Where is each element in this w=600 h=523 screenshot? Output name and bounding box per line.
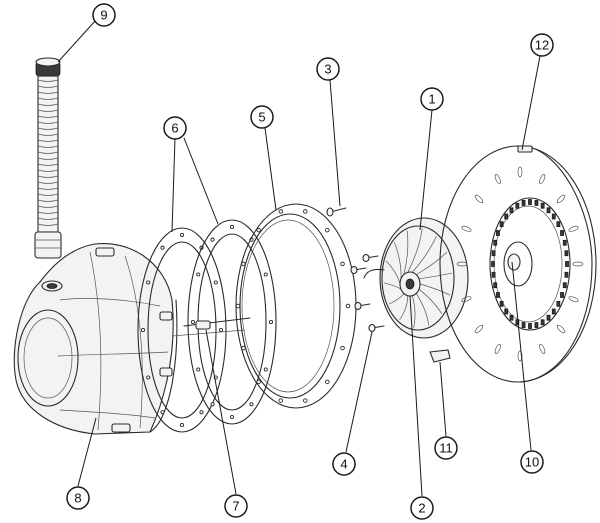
callout-label: 7 bbox=[232, 499, 239, 514]
callout-label: 1 bbox=[428, 92, 435, 107]
callout-6: 6 bbox=[163, 116, 187, 140]
callout-label: 10 bbox=[525, 455, 539, 470]
leader-6a bbox=[171, 137, 176, 233]
part-clamp-ring bbox=[235, 203, 357, 409]
leader-10 bbox=[511, 261, 532, 451]
callout-3: 3 bbox=[316, 57, 340, 81]
part-reflector bbox=[363, 217, 469, 339]
leader-6b bbox=[183, 137, 219, 225]
leader-7 bbox=[205, 329, 237, 495]
part-front-cover bbox=[439, 145, 597, 383]
callout-label: 6 bbox=[171, 121, 178, 136]
leader-8 bbox=[77, 417, 97, 487]
callout-11: 11 bbox=[434, 436, 458, 460]
callout-5: 5 bbox=[250, 105, 274, 129]
part-gasket-outer bbox=[137, 227, 227, 433]
callout-2: 2 bbox=[410, 496, 434, 520]
callout-label: 12 bbox=[535, 38, 549, 53]
callout-label: 4 bbox=[340, 457, 347, 472]
callout-10: 10 bbox=[520, 450, 544, 474]
part-small-screws bbox=[350, 253, 385, 333]
callout-8: 8 bbox=[66, 486, 90, 510]
callout-label: 3 bbox=[324, 62, 331, 77]
leader-11 bbox=[439, 361, 447, 437]
callout-9: 9 bbox=[92, 3, 116, 27]
part-long-screws bbox=[171, 317, 251, 337]
leader-12 bbox=[521, 55, 541, 151]
leader-3 bbox=[329, 79, 341, 207]
callout-label: 2 bbox=[418, 501, 425, 516]
part-gasket-inner bbox=[187, 219, 277, 425]
callout-4: 4 bbox=[332, 452, 356, 476]
leader-5 bbox=[264, 127, 277, 211]
callout-7: 7 bbox=[224, 494, 248, 518]
callout-label: 9 bbox=[100, 8, 107, 23]
callout-1: 1 bbox=[420, 87, 444, 111]
callout-label: 11 bbox=[439, 441, 453, 456]
leader-9 bbox=[57, 19, 97, 63]
leader-2 bbox=[409, 295, 423, 497]
leader-lines bbox=[57, 19, 541, 497]
part-screw-top bbox=[326, 207, 347, 217]
callouts: 9 6 5 3 1 12 4 11 10 2 7 8 bbox=[66, 3, 554, 520]
part-housing bbox=[13, 242, 178, 435]
part-flexible-conduit bbox=[34, 57, 62, 259]
callout-12: 12 bbox=[530, 33, 554, 57]
callout-label: 5 bbox=[258, 110, 265, 125]
part-clip bbox=[429, 349, 451, 363]
callout-label: 8 bbox=[74, 491, 81, 506]
leader-1 bbox=[419, 109, 433, 231]
leader-4 bbox=[345, 331, 373, 453]
